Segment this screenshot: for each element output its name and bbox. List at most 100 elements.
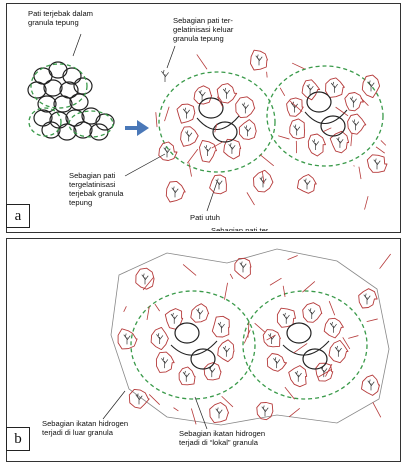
network-strand-a-18 [266, 71, 268, 78]
b-outer-cell-5-branch [367, 379, 375, 391]
b-inner-cell-1-5-branch [282, 312, 290, 324]
b-network-strand-5 [302, 281, 316, 293]
b-outer-cell-7-branch [123, 333, 131, 345]
inner-cell-1-5-outline [301, 79, 321, 101]
intact-starch-0-b [212, 121, 238, 143]
trapped-granule-9 [69, 93, 89, 111]
cluster-boundary-top [30, 63, 88, 109]
trapped-granule-7 [37, 95, 57, 113]
b-inner-cell-1-7-outline [323, 317, 344, 339]
network-strand-a-21 [155, 112, 158, 128]
inner-cell-0-4-outline [176, 103, 196, 124]
inner-cell-1-1-outline [329, 130, 350, 154]
b-outer-cell-0-branch [135, 393, 143, 405]
outer-cell-a-3-branch [373, 158, 381, 170]
b-outer-cell-6-branch [215, 407, 223, 419]
swollen-granule-boundary-0 [158, 71, 276, 173]
outer-cell-a-2-branch [367, 80, 375, 92]
b-network-strand-21 [342, 337, 351, 350]
b-inner-cell-0-7-outline [211, 315, 230, 338]
outer-cell-a-6-outline [158, 141, 178, 161]
b-inner-cell-0-3-branch [161, 357, 169, 369]
panel-b-letter: b [6, 427, 30, 451]
network-strand-a-12 [289, 100, 303, 112]
b-inner-cell-1-7-branch [329, 321, 337, 333]
trapped-granule-2 [62, 67, 82, 85]
b-network-strand-20 [123, 306, 127, 312]
intact-starch-1-b [320, 115, 346, 137]
b-intact-starch-1-a [286, 322, 312, 344]
b-inner-cell-1-4-outline [262, 329, 281, 348]
b-outer-cell-2-outline [234, 257, 252, 280]
inner-cell-1-2-outline [307, 133, 326, 157]
pointer-trapped [72, 33, 82, 57]
network-strand-a-9 [380, 140, 387, 146]
b-inner-cell-1-3-branch [273, 357, 281, 369]
inner-cell-1-6-outline [325, 77, 345, 98]
b-inner-cell-0-4-outline [150, 326, 169, 351]
hydrogen-bond-boundary-1 [242, 290, 368, 400]
b-inner-cell-1-0-branch [334, 345, 342, 357]
b-inner-cell-1-1-outline [315, 362, 334, 382]
trapped-granule-15 [73, 121, 93, 139]
network-strand-a-0 [186, 148, 199, 164]
label-gelatinized-trapped: Sebagian pati tergelatinisasi terjebak g… [69, 171, 124, 207]
network-strand-a-14 [261, 171, 265, 184]
b-intact-starch-0-a [174, 322, 200, 344]
outer-cell-a-2-outline [361, 74, 381, 99]
b-inner-cell-1-2-outline [288, 365, 308, 388]
trapped-granule-1 [48, 61, 68, 79]
b-network-strand-18 [191, 408, 197, 425]
b-network-strand-26 [293, 343, 308, 354]
trapped-granule-3 [27, 81, 47, 99]
amylose-strand-1 [304, 109, 348, 124]
b-network-strand-16 [254, 322, 266, 333]
pointer-outer-bonds [102, 390, 126, 420]
outer-cell-a-4-branch [303, 178, 311, 190]
network-strand-a-17 [350, 132, 353, 147]
b-amylose-strand-0 [170, 340, 218, 356]
inner-cell-1-7-outline [344, 92, 364, 112]
b-network-strand-25 [269, 277, 282, 286]
b-network-strand-7 [146, 306, 150, 320]
inner-cell-0-3-outline [180, 126, 199, 147]
outer-cell-a-0-branch [171, 186, 179, 198]
b-network-strand-9 [182, 264, 197, 276]
b-inner-cell-1-0-outline [328, 339, 349, 364]
network-strand-a-8 [211, 141, 223, 149]
b-amylose-strand-1 [282, 340, 330, 356]
pointer-local-bonds [194, 396, 208, 430]
inner-cell-1-3-outline [289, 118, 306, 140]
network-strand-a-13 [246, 192, 255, 206]
b-inner-cell-0-2-outline [178, 366, 196, 386]
network-strand-a-2 [323, 127, 332, 133]
b-network-strand-17 [318, 368, 333, 378]
inner-cell-1-6-branch [330, 81, 338, 93]
network-strand-a-19 [214, 123, 218, 133]
network-strand-a-24 [196, 54, 208, 70]
b-outer-cell-3-outline [256, 402, 274, 421]
inner-cell-0-5-branch [198, 89, 206, 101]
network-strand-a-5 [188, 162, 192, 177]
b-network-strand-27 [366, 318, 378, 322]
inner-cell-0-7-branch [241, 102, 249, 114]
b-network-strand-29 [247, 322, 250, 338]
outer-cell-a-4-outline [296, 174, 317, 194]
network-strand-a-3 [364, 196, 369, 210]
trapped-granule-17 [57, 123, 77, 141]
b-network-strand-4 [243, 329, 251, 344]
b-outer-cell-2-branch [239, 261, 247, 273]
b-network-strand-15 [221, 395, 234, 408]
b-network-strand-10 [224, 282, 228, 300]
b-inner-cell-1-4-branch [268, 333, 276, 345]
b-inner-cell-1-2-branch [294, 370, 302, 382]
b-inner-cell-1-3-outline [266, 353, 287, 372]
b-network-strand-0 [372, 402, 382, 418]
b-network-strand-1 [328, 300, 336, 316]
inner-cell-0-6-outline [216, 83, 238, 104]
inner-cell-0-4-branch [182, 107, 190, 119]
outer-cell-a-7-outline [209, 174, 227, 195]
network-strand-a-25 [358, 166, 362, 180]
outer-cell-a-5-branch [255, 54, 263, 66]
inner-cell-1-0-outline [347, 113, 367, 135]
